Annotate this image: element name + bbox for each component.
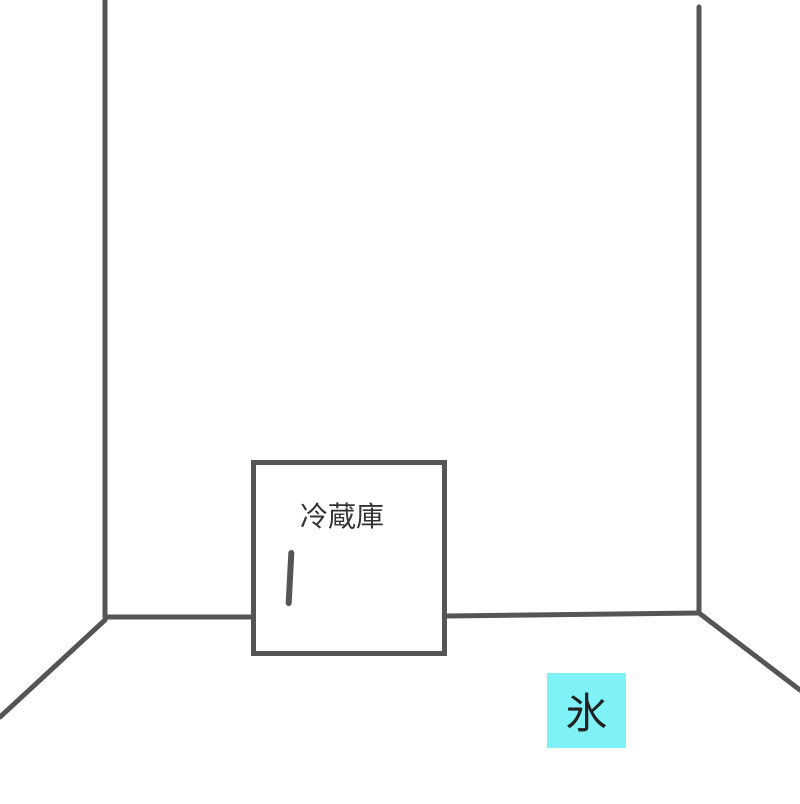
floor-line-right bbox=[444, 610, 702, 619]
refrigerator-handle[interactable] bbox=[285, 549, 295, 607]
refrigerator[interactable]: 冷蔵庫 bbox=[251, 460, 447, 656]
left-floor-corner bbox=[0, 617, 108, 720]
right-floor-corner bbox=[696, 610, 800, 693]
refrigerator-label: 冷蔵庫 bbox=[300, 500, 385, 533]
ice-item[interactable]: 氷 bbox=[547, 673, 626, 748]
